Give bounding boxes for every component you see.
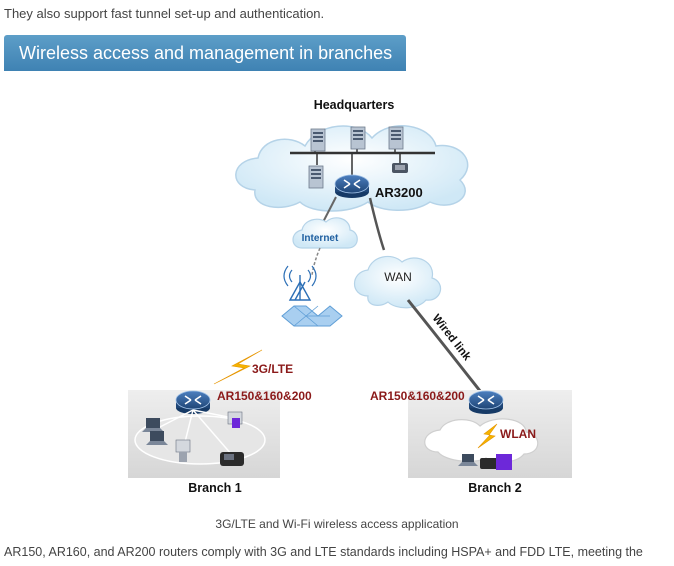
laptop-icon [146, 431, 168, 445]
branch1-router-label: AR150&160&200 [217, 389, 312, 403]
server-icon [308, 165, 324, 189]
lightning-icon [213, 349, 263, 385]
phone-icon [480, 458, 500, 469]
wan-cloud-icon [353, 255, 442, 309]
diagram-caption: 3G/LTE and Wi-Fi wireless access applica… [215, 517, 459, 531]
pc-icon [496, 454, 512, 470]
branch2-label: Branch 2 [468, 481, 522, 495]
internet-label: Internet [302, 233, 339, 244]
internet-cloud-icon [292, 217, 358, 249]
ip-phone-icon [392, 163, 408, 173]
headquarters-label: Headquarters [314, 98, 395, 112]
pc-icon [175, 439, 191, 462]
branch2-router-label: AR150&160&200 [370, 389, 465, 403]
pc-icon [227, 411, 243, 428]
phone-icon [220, 452, 244, 466]
lightning-icon [477, 423, 498, 449]
cell-tower-icon [281, 265, 343, 327]
router-icon [334, 174, 370, 199]
laptop-icon [458, 454, 478, 466]
wan-label: WAN [384, 270, 412, 284]
branch1-label: Branch 1 [188, 481, 242, 495]
router-icon [468, 390, 504, 415]
hq-router-label: AR3200 [375, 185, 423, 200]
section-title: Wireless access and management in branch… [19, 43, 393, 63]
server-icon [388, 126, 404, 150]
section-header: Wireless access and management in branch… [4, 35, 406, 71]
server-icon [310, 128, 326, 152]
lte-label: 3G/LTE [252, 362, 293, 376]
network-diagram: Headquarters AR3200 Internet WAN Wired l… [128, 98, 572, 495]
body-paragraph: AR150, AR160, and AR200 routers comply w… [4, 545, 643, 559]
server-icon [350, 126, 366, 150]
intro-text: They also support fast tunnel set-up and… [4, 6, 325, 21]
wlan-label: WLAN [500, 427, 536, 441]
